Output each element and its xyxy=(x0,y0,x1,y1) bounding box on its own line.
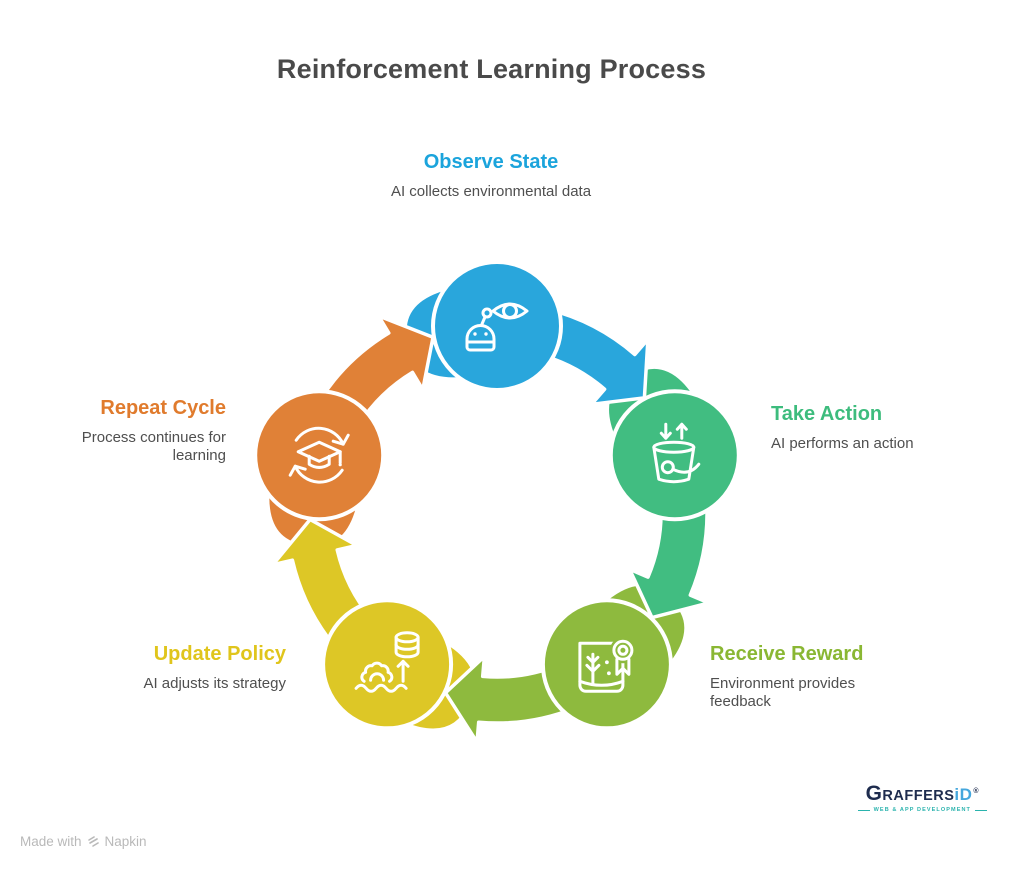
node-description: AI adjusts its strategy xyxy=(143,675,286,692)
award-picture-icon xyxy=(578,637,636,693)
node-label-observe-state: Observe State AI collects environmental … xyxy=(378,151,604,201)
bucket-arrows-icon xyxy=(652,422,701,484)
node-title: Observe State xyxy=(423,151,559,173)
node-circle-repeat-cycle xyxy=(253,389,386,522)
node-label-take-action: Take Action AI performs an action xyxy=(771,403,986,453)
napkin-logo-icon xyxy=(87,836,99,847)
logo-tagline: WEB & APP DEVELOPMENT xyxy=(858,807,987,813)
node-label-repeat-cycle: Repeat Cycle Process continues for learn… xyxy=(66,397,226,466)
logo-raffers: RAFFERS xyxy=(882,788,955,804)
napkin-brand-text: Napkin xyxy=(104,834,147,849)
made-with-napkin-link[interactable]: Made with Napkin xyxy=(20,834,147,849)
node-title: Take Action xyxy=(771,403,883,425)
graduation-cycle-icon xyxy=(288,426,350,484)
node-title: Repeat Cycle xyxy=(100,397,226,419)
node-title: Receive Reward xyxy=(710,643,864,665)
node-label-receive-reward: Receive Reward Environment provides feed… xyxy=(710,643,888,712)
registered-mark: ® xyxy=(973,788,980,795)
logo-letter-g: G xyxy=(865,782,883,805)
node-circle-observe-state xyxy=(431,260,563,392)
node-circle-update-policy xyxy=(321,598,454,731)
node-circle-receive-reward xyxy=(540,598,673,731)
node-description: AI performs an action xyxy=(771,435,914,452)
logo-id: iD xyxy=(954,785,973,804)
gear-database-icon xyxy=(354,631,420,693)
node-description: Process continues for learning xyxy=(81,429,226,465)
node-circle-take-action xyxy=(608,389,741,522)
node-description: AI collects environmental data xyxy=(390,183,592,200)
node-label-update-policy: Update Policy AI adjusts its strategy xyxy=(86,643,286,693)
node-title: Update Policy xyxy=(153,643,286,665)
robot-eye-icon xyxy=(465,302,529,352)
made-with-text: Made with xyxy=(20,834,82,849)
page-title: Reinforcement Learning Process xyxy=(276,54,707,84)
node-description: Environment provides feedback xyxy=(710,675,856,711)
